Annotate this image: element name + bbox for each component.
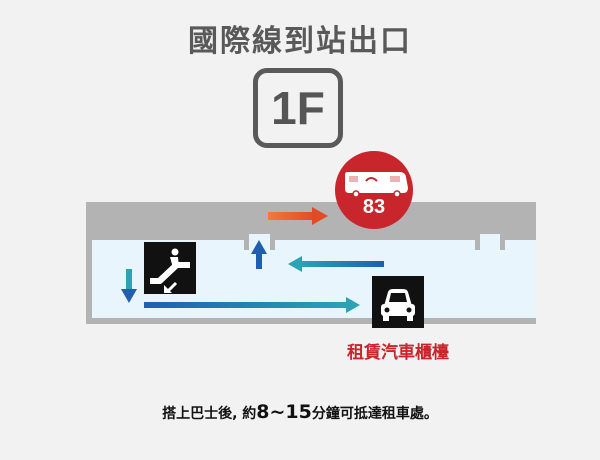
floor-badge: 1F <box>253 68 343 148</box>
arrow-down-left <box>121 269 137 303</box>
arrow-up-exit <box>251 240 267 269</box>
arrow-return-left <box>288 256 384 272</box>
arrow-to-bus <box>268 207 328 225</box>
caption-time-range: 8~15 <box>256 401 312 423</box>
terminal-walls <box>86 234 536 324</box>
caption-suffix: 分鐘可抵達租車處。 <box>311 406 438 422</box>
escalator-down-icon <box>144 242 196 294</box>
arrow-to-car-rental <box>144 297 360 313</box>
travel-time-caption: 搭上巴士後, 約8~15分鐘可抵達租車處。 <box>0 401 600 423</box>
bus-route-number: 83 <box>362 196 386 218</box>
caption-prefix: 搭上巴士後, 約 <box>162 406 257 422</box>
car-rental-counter-label: 租賃汽車櫃檯 <box>347 343 449 363</box>
page-title: 國際線到站出口 <box>188 24 412 59</box>
bus-icon <box>345 172 408 198</box>
car-icon <box>372 276 424 328</box>
floor-label: 1F <box>271 82 325 134</box>
bus-stop-badge <box>335 151 413 229</box>
